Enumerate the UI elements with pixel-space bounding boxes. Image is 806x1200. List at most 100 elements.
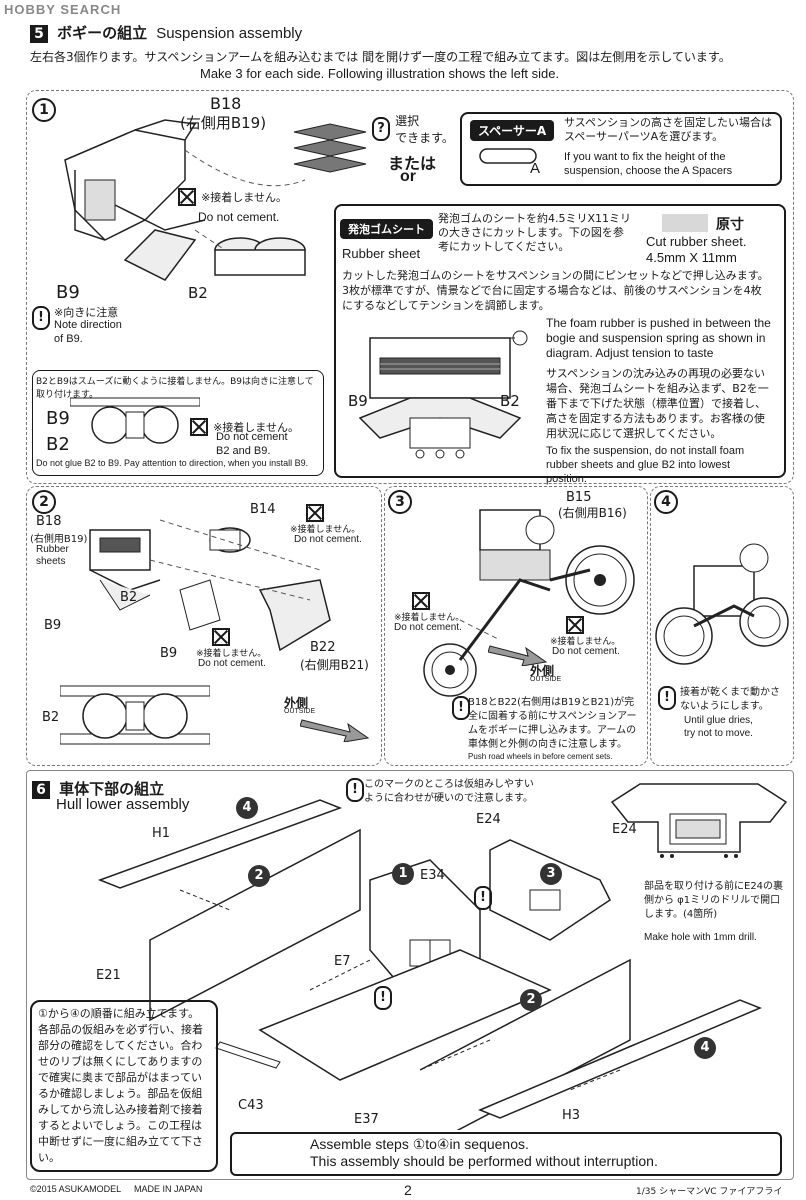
step4-illustration [655,543,789,665]
sub-note-jp: B2とB9はスムーズに動くように接着しません。B9は向きに注意して取り付けます。 [36,377,314,400]
sub-note-en: Do not glue B2 to B9. Pay attention to d… [36,458,309,468]
hull-step2-right: 2 [520,988,542,1011]
sub-box [32,370,324,476]
label-e37: E37 [354,1112,379,1127]
s3-outside-en: OUTSIDE [530,676,562,683]
e24-inset-drawing [610,783,788,858]
spacer-en: If you want to fix the height of the sus… [564,151,733,177]
section6-title-jp: 車体下部の組立 [59,780,165,798]
s4-note-en: Until glue dries, try not to move. [684,715,753,739]
watermark-text: HOBBY SEARCH [4,2,122,17]
or-en: or [400,168,416,185]
sub-b2: B2 [46,434,70,455]
cut-size: 4.5mm X 11mm [646,250,737,265]
section6-box [26,770,794,1180]
choice-text: 選択 できます。 [395,114,454,145]
hull-assembly-drawing [97,799,762,1130]
label-h3: H3 [562,1108,581,1123]
step1-marker: 1 [32,98,56,122]
label-e24-right: E24 [612,822,637,837]
mark-warning-icon: ! [346,778,364,802]
rubber-sheet-en: Rubber sheet [342,246,421,261]
step3-illustration [423,509,635,697]
actual-size-swatch [662,214,708,232]
bogie-illustration [64,119,306,281]
suspension-section-drawing [358,330,528,459]
s3-note-jp: B18とB22(右側用はB19とB21)が完全に固着する前にサスペンションアーム… [468,697,637,750]
hull-warning-icon-1: ! [374,986,392,1010]
sub-b9: B9 [46,408,70,429]
step3-number: 3 [388,490,412,514]
label-e21: E21 [96,968,121,983]
s2-bottom-b2: B2 [42,710,60,725]
section6-title-en: Hull lower assembly [56,796,190,813]
actual-size-jp: 原寸 [716,217,744,233]
s2-b22-right: (右側用B21) [300,658,369,672]
hull-warn-2: ! [474,886,492,910]
note-direction-en: Note direction of B9. [54,319,122,345]
b18-right-label: (右側用B19) [180,114,267,132]
s2-no-cement-2-icon [212,627,230,646]
spacer-part-label: A [530,160,541,177]
footer-copyright: ©2015 ASUKAMODEL [30,1184,122,1194]
hull-step4-top-num: 4 [236,797,258,819]
rubber-tag-wrap: 発泡ゴムシート [340,218,433,239]
spacer-box [460,112,782,186]
watermark: HOBBY SEARCH [4,2,121,17]
section5-intro-jp: 左右各3個作ります。サスペンションアームを組み込むまでは 間を開けず一度の工程で… [30,50,731,64]
b18-label: B18 [210,94,242,113]
spacer-jp: サスペンションの高さを固定したい場合はスペーサーパーツAを選びます。 [564,116,773,143]
s3-outside-arrow [488,645,548,666]
s3-b15-right: (右側用B16) [558,506,627,520]
section6-header: 6 車体下部の組立 [32,778,164,799]
order-note-box [30,1000,218,1172]
warning-icon: ? [372,117,390,141]
or-jp: または [388,154,437,173]
hull-step4-bottom: 4 [694,1036,716,1059]
footer-scale: 1/35 シャーマンVC ファイアフライ [636,1187,783,1197]
drill-en: Make hole with 1mm drill. [644,932,757,943]
hull-step4-top: 4 [236,796,258,819]
s2-no-cement-1-jp: ※接着しません。 [290,525,361,535]
b9-label: B9 [56,282,80,303]
label-e34: E34 [420,868,445,883]
sub-box-drawing [70,397,200,444]
rubber-jp: 発泡ゴムのシートを約4.5ミリX11ミリの大きさにカットします。下の図を参考にカ… [438,212,632,253]
note-direction-jp: ※向きに注意 [54,306,119,319]
s2-rubber: Rubber sheets [36,544,69,567]
step4-frame [650,486,794,766]
hull-step4-bottom-num: 4 [694,1037,716,1059]
s3-warning-icon: ! [452,696,470,720]
foam-en: The foam rubber is pushed in between the… [546,316,771,360]
rubber-tag: 発泡ゴムシート [340,219,433,239]
cut-en: Cut rubber sheet. [646,234,747,249]
s3-note-en: Push road wheels in before cement sets. [468,752,613,761]
section5-title-jp: ボギーの組立 [57,24,148,42]
s2-outside-jp: 外側 [284,696,309,710]
s2-no-cement-1 [306,502,324,522]
no-cement-1-jp: ※接着しません。 [201,191,287,204]
no-cement-1: ※接着しません。 Do not cement. [178,186,287,225]
mark-note-jp: このマークのところは仮組みしやすいように合わせが硬いので注意します。 [364,779,534,804]
s2-no-cement-icon [306,503,324,522]
rubber-sheets-stack [293,123,367,173]
step2-frame [26,486,382,766]
s2-no-cement-2-jp: ※接着しません。 [196,649,267,659]
s2-bottom-drawing [60,685,210,745]
hull-warn-1: ! [374,986,392,1010]
s2-outside-arrow [300,719,370,742]
spacer-tag-wrap: スペーサーA [470,120,555,141]
s3-no-cement-2-icon [566,615,584,634]
hull-step3-num: 3 [540,863,562,885]
rubber-detail-jp: カットした発泡ゴムのシートをサスペンションの間にピンセットなどで押し込みます。3… [342,269,769,312]
sub-no-cement-icon [190,417,208,436]
label-h1: H1 [152,826,171,841]
step2-number: 2 [32,490,56,514]
assemble-en-1: Assemble steps ①to④in sequenos. [310,1136,529,1152]
hull-step2-right-num: 2 [520,989,542,1011]
s2-b18-right: (右側用B19) [30,534,88,545]
s3-no-cement-1 [412,590,430,610]
step2-illustration [89,519,331,652]
s4-warn: ! [658,686,676,710]
label-e7: E7 [334,954,351,969]
